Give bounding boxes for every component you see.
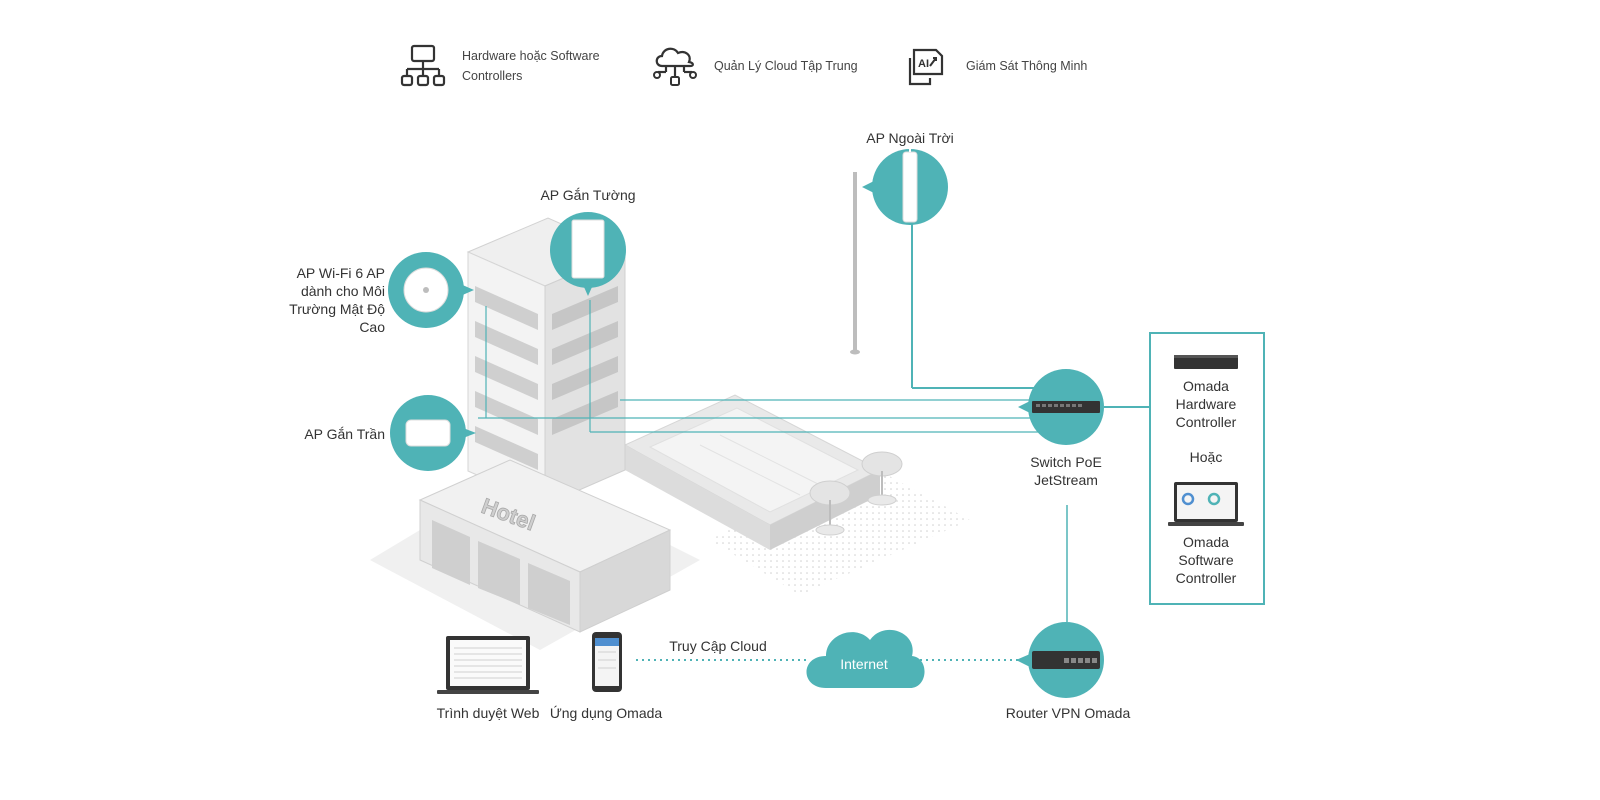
or-label: Hoặc xyxy=(1189,449,1223,465)
feature-cloud: Quản Lý Cloud Tập Trung xyxy=(714,56,858,76)
omada-phone xyxy=(592,632,622,692)
switch-bubble xyxy=(1018,369,1104,445)
ap-outdoor-bubble xyxy=(862,146,948,225)
ap-wifi6-label-line4: Cao xyxy=(359,319,385,335)
ap-wifi6-label-line3: Trường Mật Độ xyxy=(289,301,385,317)
sw-controller-label-line2: Software xyxy=(1178,552,1234,568)
sw-controller-label-line3: Controller xyxy=(1175,570,1237,586)
controller-panel xyxy=(1149,332,1265,605)
umbrella-1 xyxy=(809,480,851,536)
feature-controllers-line2: Controllers xyxy=(462,69,523,83)
feature-ai-line1: Giám Sát Thông Minh xyxy=(966,59,1088,73)
svg-text:AI: AI xyxy=(918,58,929,70)
light-pole xyxy=(850,172,860,355)
ai-monitor-icon: AI xyxy=(906,44,946,93)
ap-wall-bubble xyxy=(550,212,626,296)
internet-label: Internet xyxy=(840,656,888,672)
sw-controller-label-line1: Omada xyxy=(1183,534,1229,550)
router-label: Router VPN Omada xyxy=(1005,705,1131,721)
feature-cloud-line1: Quản Lý Cloud Tập Trung xyxy=(714,59,858,73)
ap-wifi6-bubble xyxy=(388,252,474,328)
cloud-network-icon xyxy=(652,44,698,93)
ap-ceiling-label: AP Gắn Trần xyxy=(304,426,385,442)
hw-controller-label-line2: Hardware xyxy=(1175,396,1237,412)
hw-controller-label-line3: Controller xyxy=(1175,414,1237,430)
feature-controllers: Hardware hoặc Software Controllers xyxy=(462,46,600,86)
ap-outdoor-label: AP Ngoài Trời xyxy=(866,130,954,146)
sw-controller-label: Omada Software Controller xyxy=(1150,533,1262,587)
pool-area xyxy=(623,394,882,550)
hw-controller-label: Omada Hardware Controller xyxy=(1150,377,1262,431)
internet-cloud xyxy=(806,629,925,688)
switch-label: Switch PoE JetStream xyxy=(1006,453,1126,489)
ap-ceiling-bubble xyxy=(390,395,476,471)
router-bubble xyxy=(1016,622,1104,698)
umbrella-2 xyxy=(861,451,903,506)
feature-controllers-line1: Hardware hoặc Software xyxy=(462,49,600,63)
web-browser-label: Trình duyệt Web xyxy=(436,705,540,721)
controller-tree-icon xyxy=(400,44,446,93)
web-browser-laptop xyxy=(437,636,539,694)
ap-wall-label: AP Gắn Tường xyxy=(540,187,636,203)
omada-app-label: Ứng dụng Omada xyxy=(549,705,663,721)
switch-label-line1: Switch PoE xyxy=(1030,454,1102,470)
hw-controller-label-line1: Omada xyxy=(1183,378,1229,394)
connection-lines xyxy=(478,224,1150,661)
ap-wifi6-label-line2: dành cho Môi xyxy=(300,283,385,299)
hotel-building: Hotel xyxy=(418,217,672,633)
ap-wifi6-label-line1: AP Wi-Fi 6 AP xyxy=(296,265,385,281)
feature-ai: Giám Sát Thông Minh xyxy=(966,56,1087,76)
cloud-access-label: Truy Cập Cloud xyxy=(669,638,767,654)
switch-label-line2: JetStream xyxy=(1034,472,1098,488)
ap-wifi6-label: AP Wi-Fi 6 AP dành cho Môi Trường Mật Độ… xyxy=(268,264,385,336)
